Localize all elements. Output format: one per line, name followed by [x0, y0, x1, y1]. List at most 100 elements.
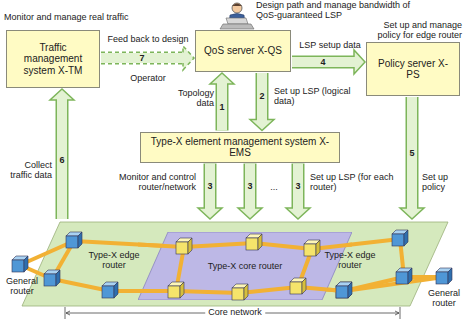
- router-side: [78, 232, 82, 248]
- annotation-text: ...: [266, 182, 282, 192]
- router-front: [168, 286, 180, 298]
- edge-router-icon: [102, 282, 118, 298]
- annotation-text: Type-X edge router: [86, 250, 142, 271]
- router-front: [176, 242, 188, 254]
- operator-head: [232, 3, 242, 13]
- bracket-head: [66, 311, 70, 315]
- router-front: [392, 234, 404, 246]
- core-router-icon: [168, 282, 184, 298]
- box-label: Type-X element management system X-EMS: [146, 136, 334, 159]
- arrow-fill: [57, 98, 67, 219]
- core-router-icon: [232, 284, 248, 300]
- arrow-fill: [407, 97, 417, 210]
- annotation-text: General router: [422, 288, 466, 309]
- router-front: [336, 286, 348, 298]
- flow-arrow: [400, 97, 424, 219]
- router-front: [232, 288, 244, 300]
- flow-arrow: [250, 73, 274, 131]
- arrow-fill: [293, 164, 303, 211]
- annotation-text: Type-X edge router: [322, 250, 378, 271]
- core-router-icon: [176, 238, 192, 254]
- router-side: [180, 282, 184, 298]
- callout-number: 6: [58, 155, 65, 164]
- router-front: [232, 288, 244, 300]
- router-side: [188, 238, 192, 254]
- core-router-icon: [246, 234, 262, 250]
- core-router-icon: [232, 284, 248, 300]
- edge-router-icon: [392, 230, 408, 246]
- annotation-text: Topology data: [158, 88, 214, 109]
- flow-arrow: [101, 46, 194, 70]
- arrow-fill: [292, 57, 356, 67]
- edge-router-icon: [336, 282, 352, 298]
- box-label: QoS server X-QS: [204, 45, 282, 57]
- flow-arrow: [198, 164, 222, 220]
- arrow-fill: [245, 164, 255, 211]
- arrow-fill: [205, 164, 215, 211]
- network-graph: [138, 232, 352, 300]
- core-router-icon: [290, 278, 306, 294]
- router-front: [246, 238, 258, 250]
- annotation-text: General router: [0, 276, 44, 297]
- callout-number: 2: [258, 92, 265, 101]
- edge-router-icon: [44, 270, 60, 286]
- router-side: [56, 270, 60, 286]
- flow-arrow: [238, 164, 262, 220]
- system-box: Traffic management system X-TM: [6, 30, 100, 88]
- server-box: Policy server X-PS: [366, 42, 460, 96]
- router-front: [12, 260, 24, 272]
- router-front: [176, 242, 188, 254]
- router-side: [448, 268, 452, 284]
- router-side: [24, 256, 28, 272]
- edge-router-icon: [66, 232, 82, 248]
- annotation-text: Set up policy: [422, 172, 464, 193]
- annotation-text: Feed back to design: [102, 34, 194, 44]
- network-link: [52, 279, 110, 291]
- router-side: [408, 268, 412, 284]
- operator-hair: [232, 4, 242, 7]
- box-label: Policy server X-PS: [372, 58, 454, 81]
- router-side: [348, 282, 352, 298]
- region-label: Type-X core router: [208, 261, 283, 271]
- edge-router-icon: [336, 282, 352, 298]
- network-link: [176, 291, 240, 293]
- callout-number: 3: [294, 181, 301, 190]
- arrow-fill: [101, 53, 185, 63]
- router-front: [436, 272, 448, 284]
- core-router-icon: [246, 234, 262, 250]
- box-label: Traffic management system X-TM: [12, 42, 94, 77]
- router-front: [290, 282, 302, 294]
- annotation-text: Set up LSP (logical data): [274, 86, 354, 107]
- text-wrap: QoS server X-QS: [204, 45, 282, 57]
- network-graph: [12, 230, 452, 300]
- annotation-text: Design path and manage bandwidth of QoS-…: [256, 0, 426, 21]
- flow-arrow: [50, 89, 74, 219]
- laptop-screen: [226, 18, 248, 24]
- core-router-icon: [176, 238, 192, 254]
- bracket-head: [395, 311, 399, 315]
- edge-router-icon: [396, 268, 412, 284]
- router-front: [102, 286, 114, 298]
- router-side: [114, 282, 118, 298]
- operator-figure: [220, 3, 254, 29]
- annotation-text: Operator: [102, 73, 194, 83]
- arrow-fill: [217, 82, 227, 131]
- router-front: [304, 244, 316, 256]
- router-front: [246, 238, 258, 250]
- server-box: QoS server X-QS: [195, 30, 291, 72]
- network-link: [240, 287, 298, 293]
- network-plane: [22, 222, 448, 306]
- router-side: [404, 230, 408, 246]
- router-side: [316, 240, 320, 256]
- network-link: [110, 289, 176, 293]
- flow-arrow: [292, 50, 365, 74]
- router-front: [44, 274, 56, 286]
- text-wrap: Traffic management system X-TM: [12, 42, 94, 77]
- router-front: [336, 286, 348, 298]
- core-router-icon: [304, 240, 320, 256]
- callout-number: 7: [138, 54, 145, 63]
- router-side: [258, 234, 262, 250]
- router-side: [244, 284, 248, 300]
